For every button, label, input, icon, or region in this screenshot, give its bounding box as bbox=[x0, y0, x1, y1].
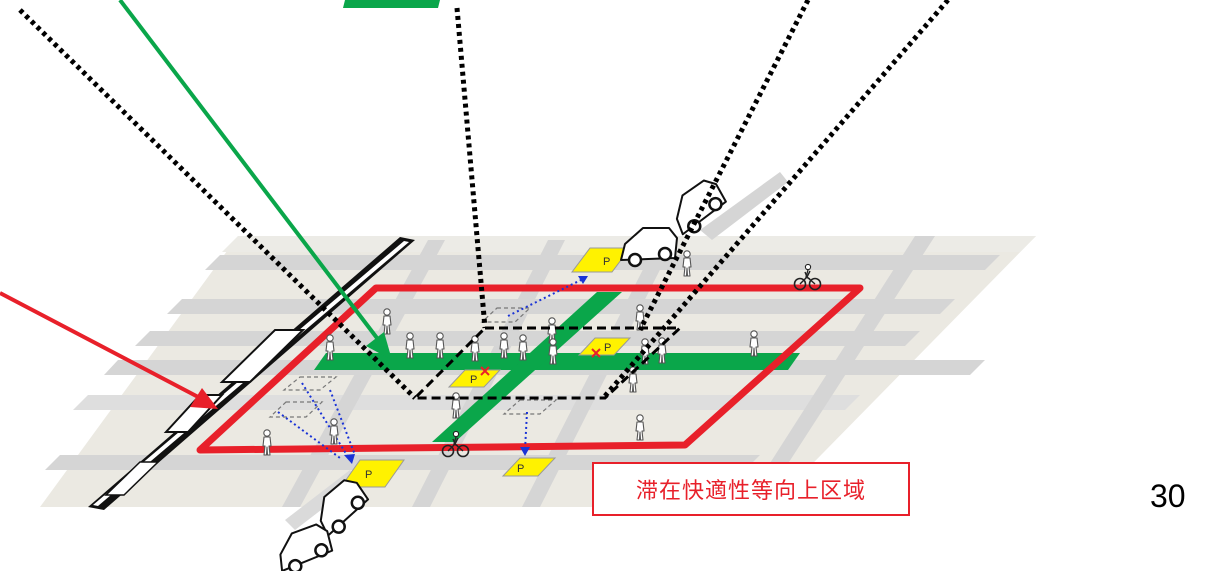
page-number: 30 bbox=[1150, 478, 1186, 514]
svg-text:P: P bbox=[470, 374, 477, 386]
parking-icon: P bbox=[577, 337, 632, 356]
svg-text:P: P bbox=[517, 463, 524, 475]
railway-icon bbox=[88, 237, 415, 510]
svg-text:P: P bbox=[604, 342, 611, 354]
zone-label: 滞在快適性等向上区域 bbox=[592, 462, 910, 516]
svg-text:P: P bbox=[365, 469, 372, 481]
parking-icon: P bbox=[571, 247, 631, 273]
cross-mark-icon bbox=[480, 348, 601, 376]
parking-icon: P bbox=[340, 459, 405, 488]
svg-text:P: P bbox=[603, 256, 610, 268]
parking-icon: P bbox=[501, 457, 557, 477]
